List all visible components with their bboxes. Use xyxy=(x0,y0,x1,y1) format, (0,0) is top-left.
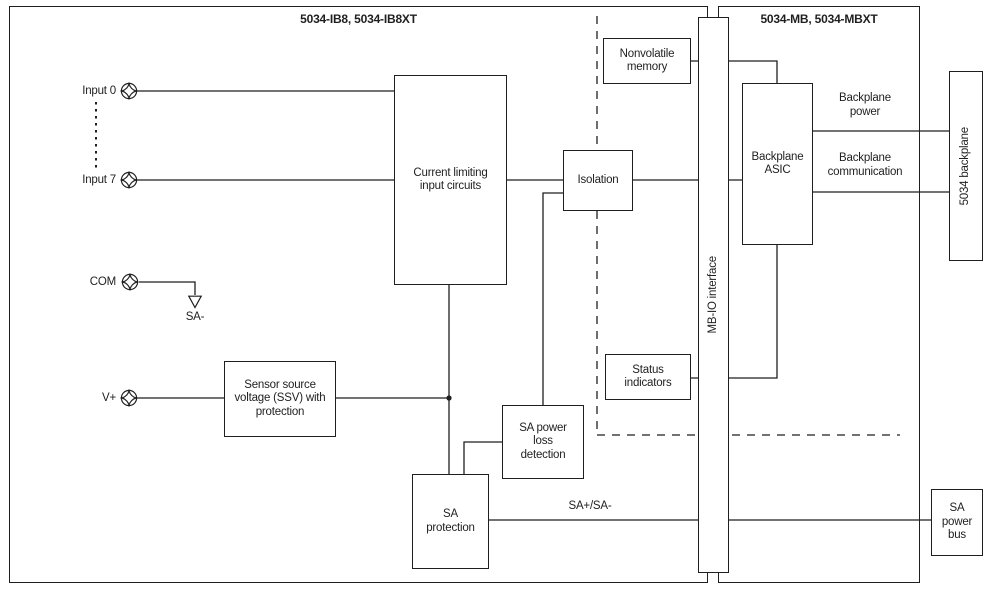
sa-protection-block: SA protection xyxy=(412,474,489,569)
terminal-label-vplus: V+ xyxy=(102,392,116,404)
sa-power-bus-block: SA power bus xyxy=(931,489,983,556)
status-indicators-label: Status indicators xyxy=(624,363,672,390)
input7-terminal-icon xyxy=(120,171,138,189)
mb-io-interface-block: MB-IO interface xyxy=(698,17,729,573)
com-terminal-icon xyxy=(121,273,139,291)
backplane-communication-label: Backplane communication xyxy=(827,152,903,178)
vplus-terminal-icon xyxy=(120,389,138,407)
input0-terminal-icon xyxy=(120,82,138,100)
current-limiting-label: Current limiting input circuits xyxy=(413,166,488,193)
ssv-block: Sensor source voltage (SSV) with protect… xyxy=(224,361,336,437)
isolation-label: Isolation xyxy=(577,173,619,186)
sa-minus-arrow-icon xyxy=(187,295,203,309)
backplane-5034-block: 5034 backplane xyxy=(949,71,983,261)
sa-protection-label: SA protection xyxy=(426,508,475,534)
junction-dot xyxy=(446,395,452,401)
right-module-title: 5034-MB, 5034-MBXT xyxy=(760,12,878,26)
sa-power-loss-label: SA power loss detection xyxy=(519,421,567,461)
ssv-label: Sensor source voltage (SSV) with protect… xyxy=(234,378,326,418)
status-indicators-block: Status indicators xyxy=(605,354,691,400)
isolation-block: Isolation xyxy=(563,150,633,211)
sa-minus-label: SA- xyxy=(185,311,205,323)
wire-sa-power-loss-to-sa-protection xyxy=(463,441,502,474)
sa-power-bus-label: SA power bus xyxy=(941,502,973,542)
wire-com xyxy=(139,281,196,295)
terminal-label-input7: Input 7 xyxy=(82,174,116,186)
backplane-asic-label: Backplane ASIC xyxy=(751,150,804,177)
left-module-title: 5034-IB8, 5034-IB8XT xyxy=(300,12,417,26)
sa-plus-minus-label: SA+/SA- xyxy=(568,500,612,512)
terminal-label-com: COM xyxy=(89,276,116,288)
current-limiting-block: Current limiting input circuits xyxy=(394,75,507,285)
backplane-power-label: Backplane power xyxy=(839,92,891,118)
mb-io-interface-label: MB-IO interface xyxy=(706,256,719,334)
backplane-asic-block: Backplane ASIC xyxy=(742,83,813,245)
nonvolatile-memory-block: Nonvolatile memory xyxy=(603,38,691,84)
backplane-5034-label: 5034 backplane xyxy=(959,126,972,206)
nonvolatile-memory-label: Nonvolatile memory xyxy=(619,47,675,74)
terminal-label-input0: Input 0 xyxy=(82,85,116,97)
sa-power-loss-block: SA power loss detection xyxy=(502,405,584,479)
wire-isolation-to-sa-power-loss xyxy=(542,192,563,405)
